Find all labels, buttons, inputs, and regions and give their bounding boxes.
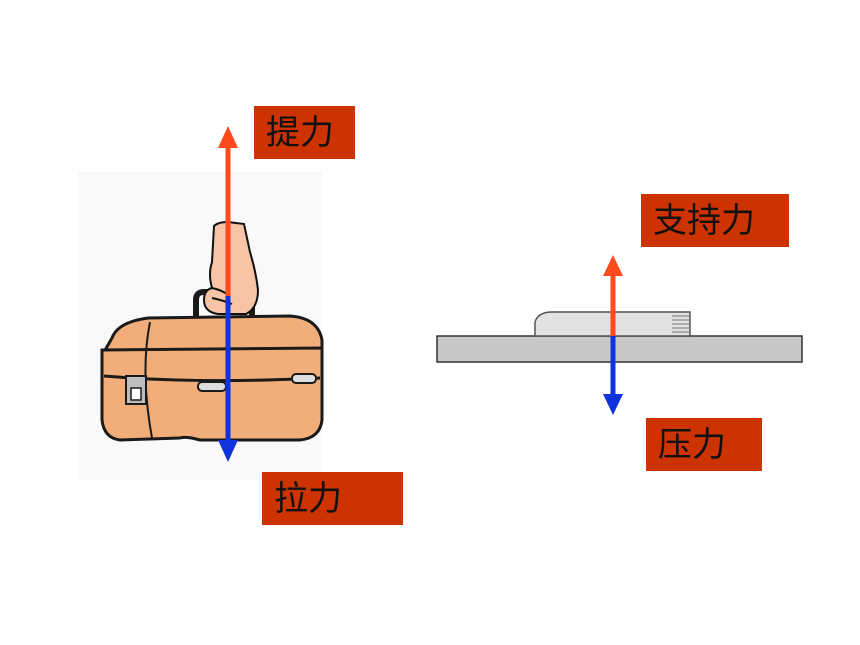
pull-arrow [218,296,238,462]
support-arrow [603,255,623,336]
board [436,335,803,363]
lift-force-label: 提力 [254,106,355,159]
book-on-board-icon [436,311,803,363]
support-force-label: 支持力 [641,194,789,247]
press-arrow [603,336,623,415]
pull-force-label: 拉力 [262,472,403,525]
pressure-force-label: 压力 [646,418,762,471]
lift-arrow [218,126,238,296]
